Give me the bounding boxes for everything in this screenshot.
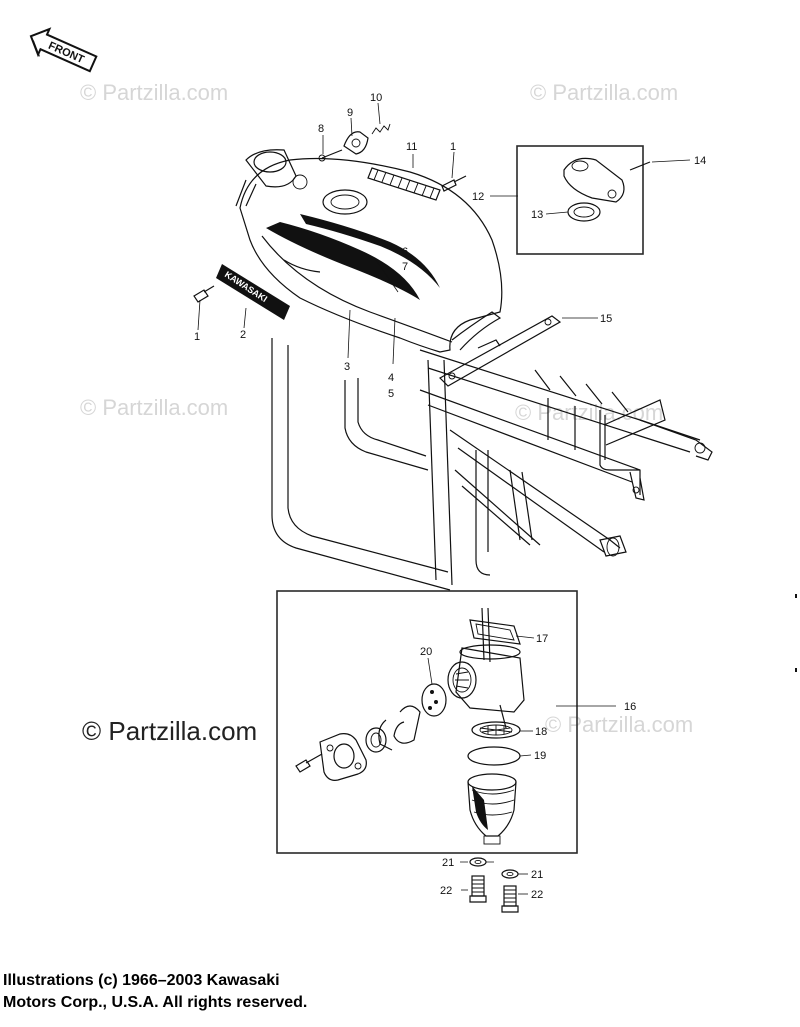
screw — [441, 175, 467, 192]
callout-1-left: 1 — [194, 331, 200, 343]
callout-2: 2 — [240, 329, 246, 341]
callout-4: 4 — [388, 372, 394, 384]
callout-17: 17 — [536, 633, 548, 645]
screw-left — [469, 875, 487, 903]
copyright-line-2: Motors Corp., U.S.A. All rights reserved… — [3, 994, 308, 1011]
petcock-diaphragm — [421, 683, 447, 717]
callout-13: 13 — [531, 209, 543, 221]
callout-9: 9 — [347, 107, 353, 119]
cap-lever — [343, 131, 369, 155]
detail-box-petcock — [276, 590, 578, 854]
callout-10: 10 — [370, 92, 382, 104]
screw-right — [501, 885, 519, 913]
watermark-large: © Partzilla.com — [82, 716, 257, 746]
callout-20: 20 — [420, 646, 432, 658]
tank-strap — [439, 315, 562, 387]
callout-1-top: 1 — [450, 141, 456, 153]
callout-3: 3 — [344, 361, 350, 373]
petcock-flange — [319, 733, 367, 781]
callout-11: 11 — [406, 141, 417, 153]
cap-gasket — [567, 202, 601, 222]
o-ring — [467, 746, 521, 766]
leader-lines — [197, 102, 691, 895]
screw — [193, 285, 215, 303]
tank-decal: KAWASAKI — [216, 264, 290, 320]
callout-7: 7 — [402, 261, 408, 273]
callout-22-right: 22 — [531, 889, 543, 901]
washer-left — [469, 857, 487, 867]
callout-8: 8 — [318, 123, 324, 135]
frame — [271, 338, 713, 591]
callout-15: 15 — [600, 313, 612, 325]
petcock-body — [447, 644, 525, 729]
washer-right — [501, 869, 519, 879]
watermark: © Partzilla.com — [530, 80, 678, 105]
spring — [371, 123, 391, 135]
fuel-cap — [563, 157, 651, 203]
callout-19: 19 — [534, 750, 546, 762]
cap-pin — [318, 149, 343, 162]
flange-screw — [295, 753, 323, 773]
knee-grip — [367, 167, 441, 201]
decal-label: KAWASAKI — [223, 269, 269, 304]
front-arrow-icon: FRONT — [29, 27, 98, 73]
callout-21-right: 21 — [531, 869, 543, 881]
callout-6: 6 — [402, 246, 408, 258]
fuel-tank — [235, 149, 503, 353]
watermark: © Partzilla.com — [545, 712, 693, 737]
copyright-line-1: Illustrations (c) 1966–2003 Kawasaki — [3, 972, 280, 989]
callouts: 8 9 10 11 1 12 13 14 6 7 15 1 2 3 4 5 17… — [194, 92, 706, 901]
detail-box-cap — [516, 145, 644, 255]
callout-5: 5 — [388, 388, 394, 400]
copyright-notice: Illustrations (c) 1966–2003 Kawasaki Mot… — [3, 970, 423, 1014]
petcock-gasket — [469, 619, 521, 645]
petcock-washer — [365, 727, 387, 753]
callout-22-left: 22 — [440, 885, 452, 897]
filter-screen — [471, 721, 521, 739]
callout-21-left: 21 — [442, 857, 454, 869]
sediment-bowl — [467, 773, 517, 845]
watermark: © Partzilla.com — [80, 395, 228, 420]
callout-16: 16 — [624, 701, 636, 713]
callout-12: 12 — [472, 191, 484, 203]
callout-18: 18 — [535, 726, 547, 738]
watermark: © Partzilla.com — [80, 80, 228, 105]
callout-14: 14 — [694, 155, 706, 167]
